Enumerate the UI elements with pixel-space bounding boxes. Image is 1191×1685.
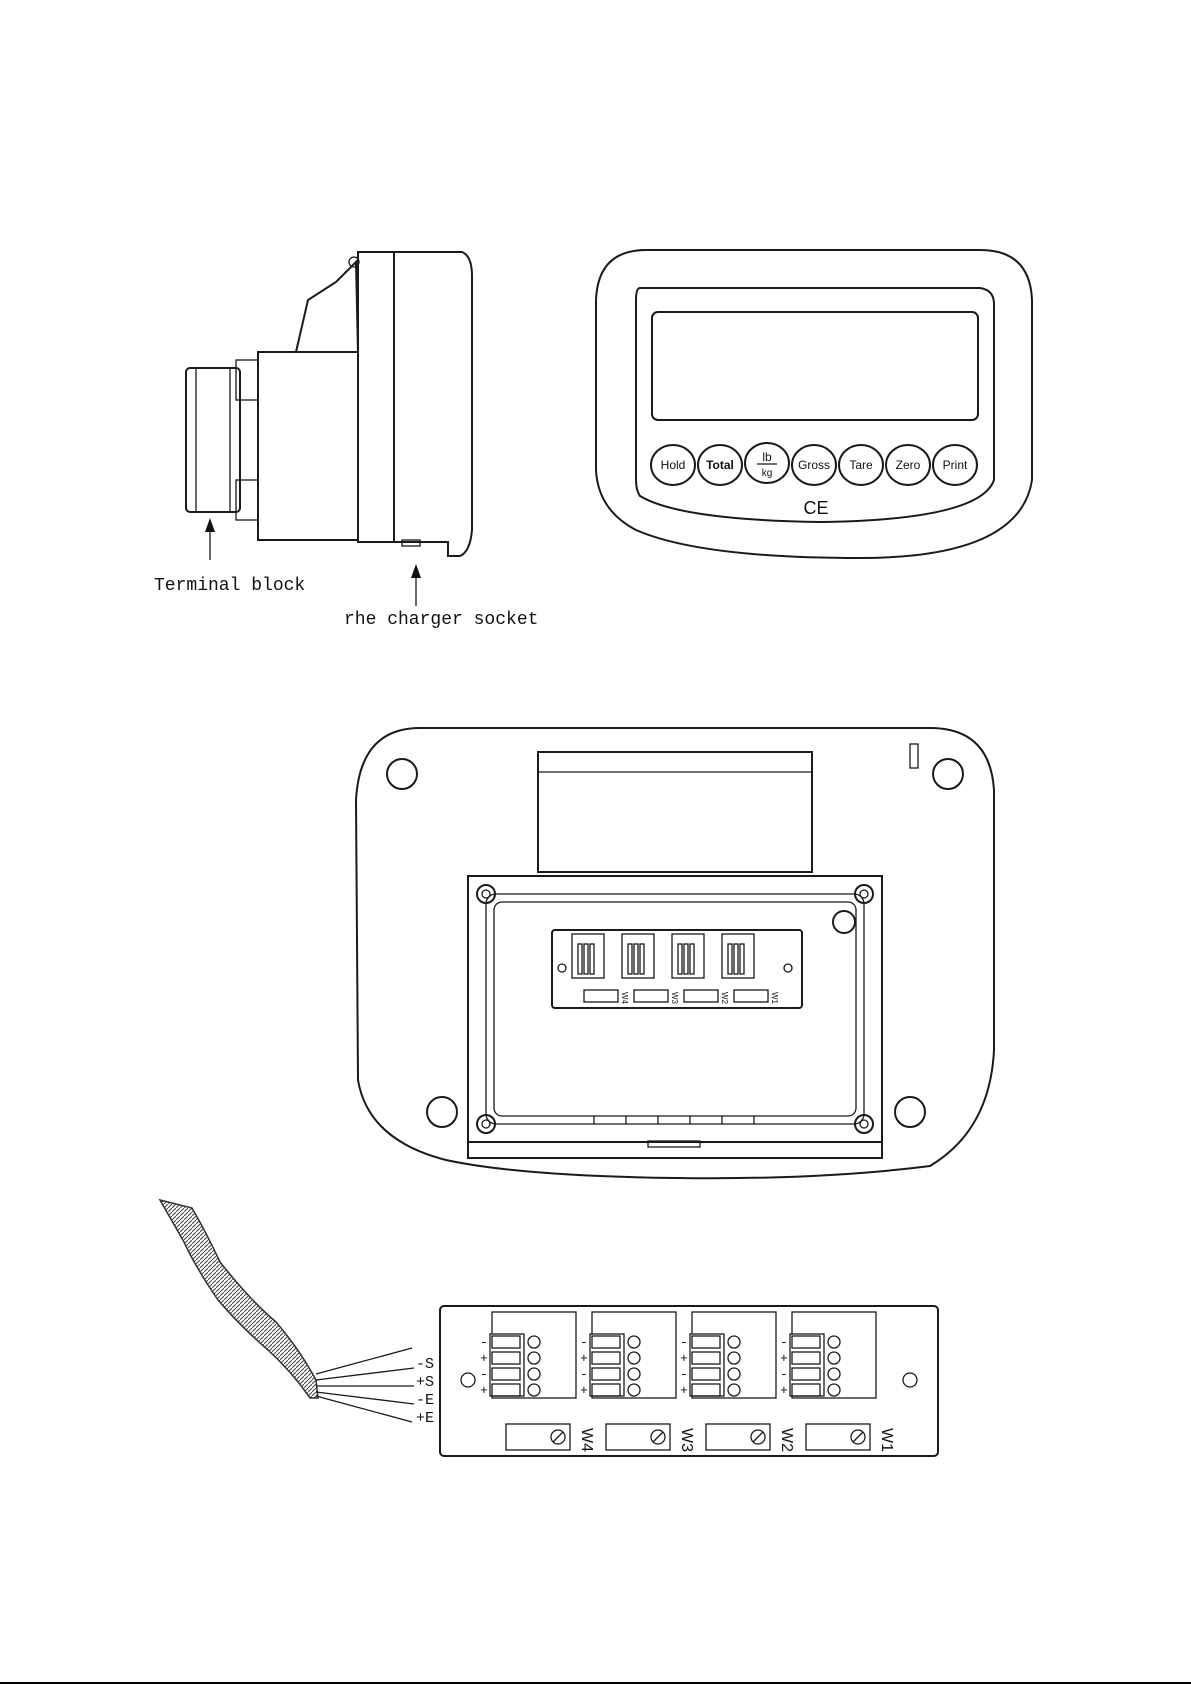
pin-sign-2: +	[680, 1351, 688, 1366]
channel-label-w2: W2	[778, 1428, 795, 1452]
wire-label-minus-e: -E	[416, 1392, 434, 1409]
lbkg-key-top-label: lb	[762, 450, 772, 464]
slot-w2	[706, 1424, 770, 1450]
gross-key-label: Gross	[798, 458, 830, 472]
terminal-group-w1: - + - + W1	[780, 1312, 895, 1452]
wire-label-minus-s: -S	[416, 1356, 434, 1373]
total-key-label: Total	[706, 458, 734, 472]
pin-sign-4: +	[580, 1383, 588, 1398]
ce-mark: CE	[803, 498, 828, 518]
rear-view: W4 W3 W2 W1	[356, 728, 994, 1178]
side-view: Terminal block rhe charger socket	[154, 252, 538, 630]
terminal-block-label: Terminal block	[154, 576, 305, 596]
rear-w3-label: W3	[670, 992, 679, 1005]
key-row: Hold Total lb kg Gross Tare Zero Print	[651, 443, 977, 485]
rear-slot	[910, 744, 918, 768]
terminal-group-w2: - + - + W2	[680, 1312, 795, 1452]
side-housing	[258, 352, 358, 540]
pin-sign-3: -	[580, 1367, 588, 1382]
load-cell-cable: -S +S -E +E	[160, 1200, 434, 1427]
cover-hole	[833, 911, 855, 933]
lbkg-key-bottom-label: kg	[762, 468, 773, 479]
mount-hole-bottom-right	[895, 1097, 925, 1127]
pin-sign-1: -	[680, 1335, 688, 1350]
terminal-block-shape	[186, 368, 240, 512]
terminal-board: - + - + W4 - + - +	[440, 1306, 938, 1456]
rear-slot-w3	[634, 990, 668, 1002]
pin-sign-1: -	[580, 1335, 588, 1350]
terminal-group-w3: - + - + W3	[580, 1312, 695, 1452]
pin-sign-3: -	[780, 1367, 788, 1382]
rear-slot-w1	[734, 990, 768, 1002]
pin-sign-4: +	[480, 1383, 488, 1398]
print-key-label: Print	[943, 458, 968, 472]
pin-sign-2: +	[580, 1351, 588, 1366]
channel-label-w1: W1	[878, 1428, 895, 1452]
cable-sheath	[160, 1200, 318, 1398]
pin-sign-3: -	[480, 1367, 488, 1382]
pin-sign-4: +	[680, 1383, 688, 1398]
mount-hole-top-left	[387, 759, 417, 789]
pin-sign-4: +	[780, 1383, 788, 1398]
lcd-display	[652, 312, 978, 420]
rear-terminal-board: W4 W3 W2 W1	[552, 930, 802, 1008]
side-clip	[296, 262, 358, 352]
channel-label-w3: W3	[678, 1428, 695, 1452]
pin-sign-1: -	[480, 1335, 488, 1350]
charger-socket-label: rhe charger socket	[344, 610, 538, 630]
rear-stand-block	[538, 752, 812, 872]
rear-w2-label: W2	[720, 992, 729, 1005]
wire-label-plus-s: +S	[416, 1374, 434, 1391]
rear-slot-w4	[584, 990, 618, 1002]
rear-w4-label: W4	[620, 992, 629, 1005]
mount-hole-bottom-left	[427, 1097, 457, 1127]
wire-label-plus-e: +E	[416, 1410, 434, 1427]
rear-slot-w2	[684, 990, 718, 1002]
pin-sign-2: +	[480, 1351, 488, 1366]
tare-key-label: Tare	[849, 458, 873, 472]
terminal-group-w4: - + - + W4	[480, 1312, 595, 1452]
rear-housing	[356, 728, 994, 1178]
mount-hole-top-right	[933, 759, 963, 789]
front-inner-panel	[636, 288, 994, 522]
pin-sign-1: -	[780, 1335, 788, 1350]
channel-label-w4: W4	[578, 1428, 595, 1452]
slot-w3	[606, 1424, 670, 1450]
pin-sign-3: -	[680, 1367, 688, 1382]
slot-w4	[506, 1424, 570, 1450]
hold-key-label: Hold	[661, 458, 686, 472]
side-body	[358, 252, 472, 556]
rear-w1-label: W1	[770, 992, 779, 1005]
pin-sign-2: +	[780, 1351, 788, 1366]
zero-key-label: Zero	[896, 458, 921, 472]
slot-w1	[806, 1424, 870, 1450]
front-panel: Hold Total lb kg Gross Tare Zero Print C…	[596, 250, 1032, 558]
